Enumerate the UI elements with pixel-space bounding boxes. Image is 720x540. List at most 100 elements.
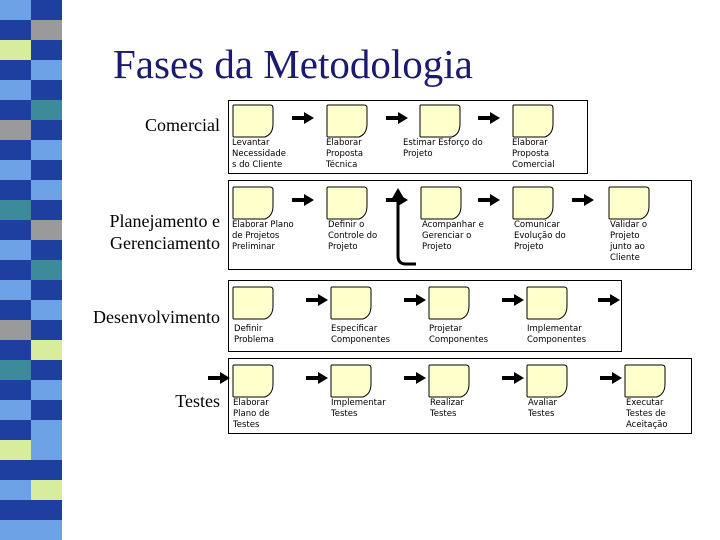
step-label-testes-3: Realizar Testes [430, 398, 464, 419]
arrow-right-icon [502, 294, 524, 306]
stripe-cell [31, 40, 62, 60]
stripe-cell [31, 400, 62, 420]
stripe-cell [31, 180, 62, 200]
arrow-right-icon [598, 294, 620, 306]
document-icon [624, 364, 666, 398]
arrow-right-icon [386, 194, 408, 206]
document-icon [326, 104, 368, 138]
step-label-planejamento-4: Comunicar Evolução do Projeto [514, 220, 566, 252]
stripe-cell [0, 0, 31, 20]
document-icon [512, 186, 554, 220]
stripe-cell [31, 160, 62, 180]
stripe-cell [0, 360, 31, 380]
stripe-cell [0, 60, 31, 80]
arrow-right-icon [306, 372, 328, 384]
phase-label-planejamento: Planejamento e Gerenciamento [109, 211, 220, 253]
stripe-cell [31, 440, 62, 460]
stripe-cell [0, 500, 31, 520]
stripe-cell [0, 200, 31, 220]
arrow-right-icon [292, 112, 314, 124]
arrow-right-icon [404, 372, 426, 384]
arrow-right-icon [292, 194, 314, 206]
stripe-cell [31, 340, 62, 360]
stripe-cell [0, 160, 31, 180]
stripe-cell [0, 80, 31, 100]
stripe-cell [31, 500, 62, 520]
document-icon [232, 104, 274, 138]
arrow-right-icon [478, 194, 500, 206]
phase-label-comercial: Comercial [145, 115, 220, 135]
arrow-right-icon [386, 112, 408, 124]
stripe-cell [31, 200, 62, 220]
stripe-cell [0, 320, 31, 340]
stripe-cell [0, 460, 31, 480]
stripe-cell [0, 340, 31, 360]
stripe-cell [0, 120, 31, 140]
stripe-cell [0, 180, 31, 200]
step-label-comercial-1: Levantar Necessidade s do Cliente [232, 138, 286, 170]
stripe-cell [31, 240, 62, 260]
decorative-stripe [0, 0, 62, 540]
document-icon [526, 286, 568, 320]
arrow-right-icon [404, 294, 426, 306]
arrow-right-icon [502, 372, 524, 384]
step-label-desenvolvimento-2: Especificar Componentes [331, 324, 391, 345]
stripe-cell [0, 140, 31, 160]
document-icon [330, 286, 372, 320]
stripe-cell [0, 440, 31, 460]
document-icon [419, 104, 461, 138]
document-icon [330, 364, 372, 398]
stripe-cell [31, 60, 62, 80]
slide-title: Fases da Metodologia [113, 41, 473, 87]
step-label-comercial-4: Elaborar Proposta Comercial [512, 138, 555, 170]
step-label-desenvolvimento-4: Implementar Componentes [527, 324, 587, 345]
arrow-right-icon [478, 112, 500, 124]
stripe-cell [31, 300, 62, 320]
document-icon [428, 286, 470, 320]
stripe-cell [31, 120, 62, 140]
step-label-desenvolvimento-3: Projetar Componentes [429, 324, 489, 345]
stripe-cell [0, 400, 31, 420]
document-icon [232, 186, 274, 220]
step-label-planejamento-3: Acompanhar e Gerenciar o Projeto [422, 220, 484, 252]
step-label-desenvolvimento-1: Definir Problema [234, 324, 274, 345]
document-icon [428, 364, 470, 398]
arrow-right-icon [208, 372, 230, 384]
stripe-cell [31, 360, 62, 380]
stripe-cell [0, 520, 31, 540]
arrow-right-icon [572, 194, 594, 206]
phase-label-desenvolvimento: Desenvolvimento [93, 307, 220, 327]
stripe-cell [0, 480, 31, 500]
stripe-cell [31, 220, 62, 240]
stripe-cell [0, 220, 31, 240]
step-label-comercial-3: Estimar Esforço do Projeto [403, 138, 483, 159]
stripe-cell [0, 20, 31, 40]
phase-label-testes: Testes [175, 391, 220, 411]
stripe-cell [31, 420, 62, 440]
step-label-planejamento-5: Validar o Projeto junto ao Cliente [610, 220, 648, 263]
document-icon [232, 286, 274, 320]
stripe-cell [31, 260, 62, 280]
stripe-cell [31, 140, 62, 160]
step-label-testes-4: Avaliar Testes [528, 398, 557, 419]
stripe-cell [0, 40, 31, 60]
step-label-planejamento-1: Elaborar Plano de Projetos Preliminar [232, 220, 294, 252]
stripe-cell [0, 260, 31, 280]
stripe-cell [31, 20, 62, 40]
document-icon [512, 104, 554, 138]
document-icon [420, 186, 462, 220]
step-label-comercial-2: Elaborar Proposta Técnica [326, 138, 364, 170]
arrow-right-icon [600, 372, 622, 384]
stripe-cell [0, 300, 31, 320]
step-label-planejamento-2: Definir o Controle do Projeto [328, 220, 378, 252]
stripe-cell [31, 0, 62, 20]
step-label-testes-1: Elaborar Plano de Testes [233, 398, 270, 430]
document-icon [608, 186, 650, 220]
stripe-cell [31, 280, 62, 300]
stripe-cell [0, 280, 31, 300]
stripe-cell [31, 480, 62, 500]
stripe-cell [0, 240, 31, 260]
step-label-testes-2: Implementar Testes [331, 398, 386, 419]
arrow-right-icon [306, 294, 328, 306]
stripe-cell [0, 380, 31, 400]
